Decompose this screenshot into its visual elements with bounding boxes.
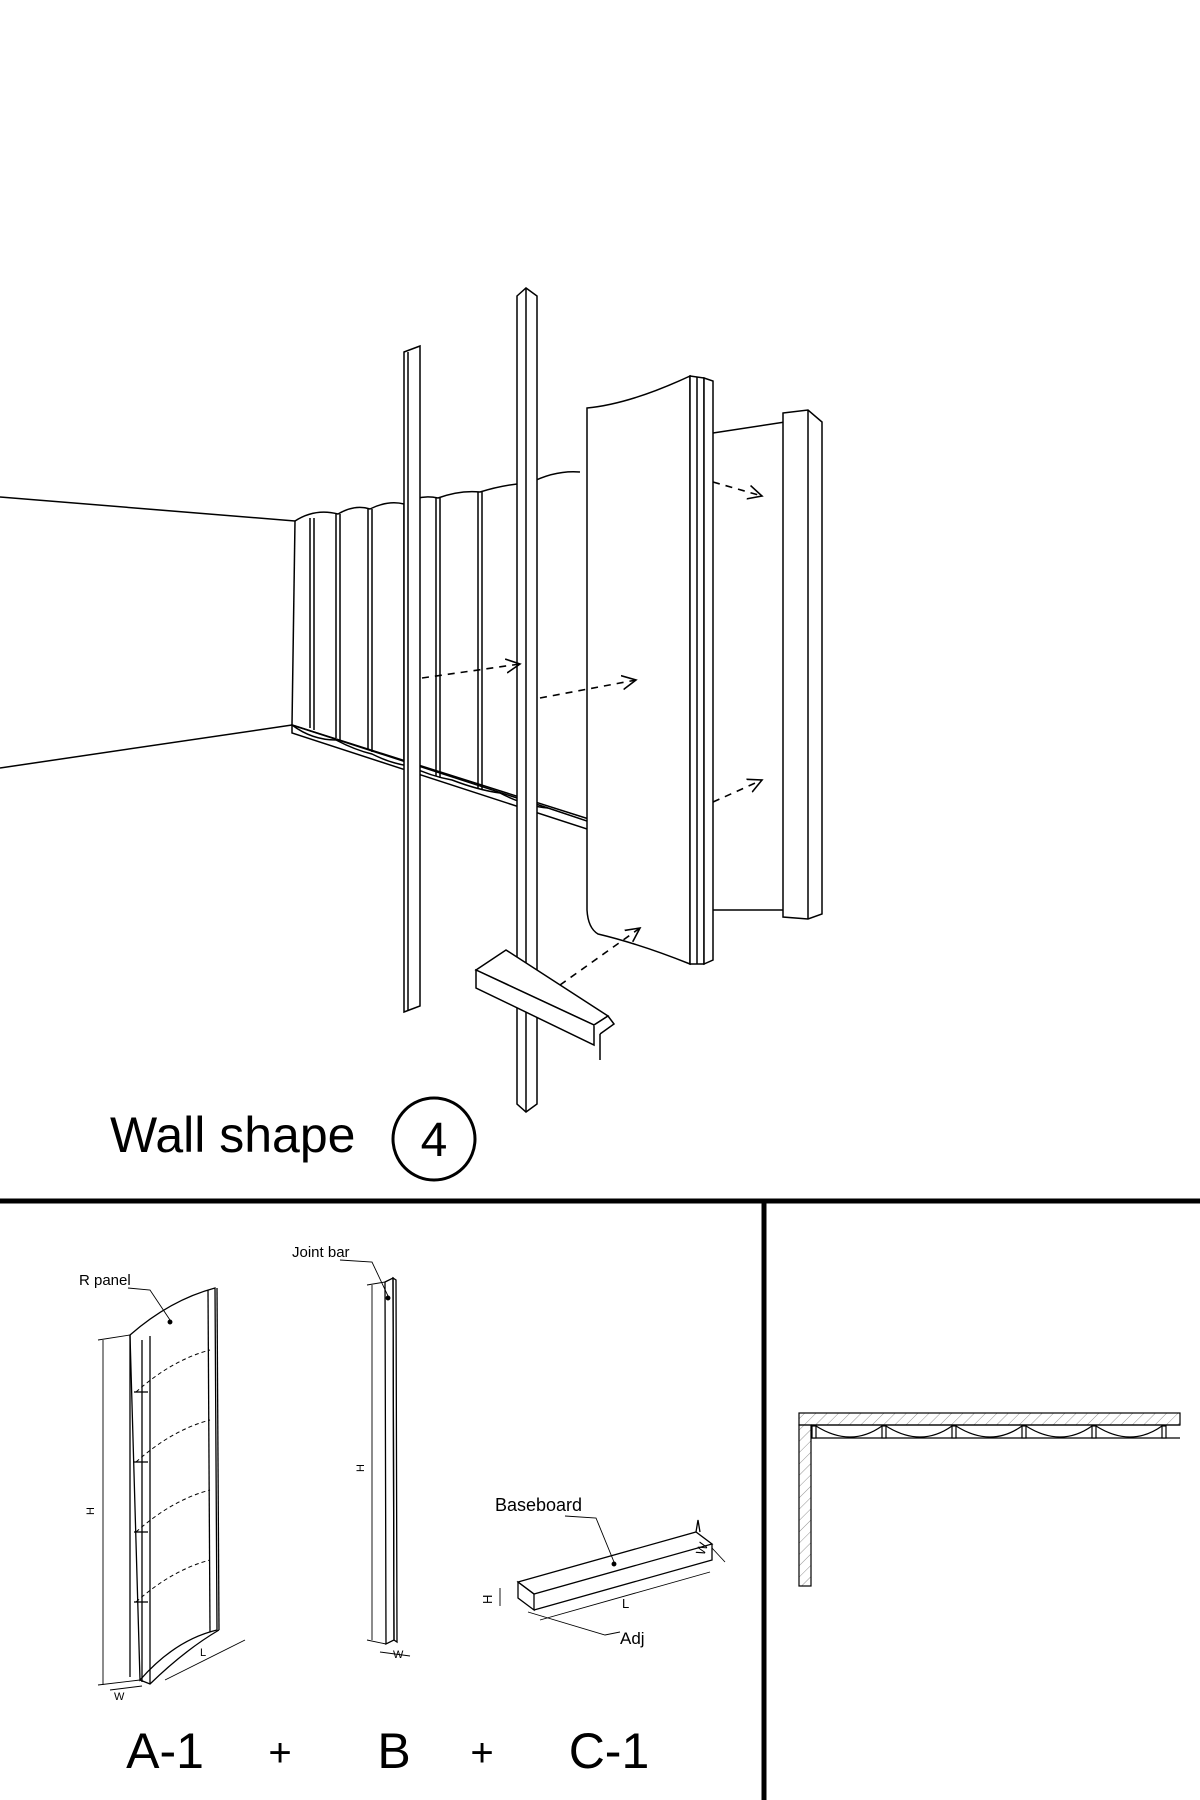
joint-bar-1 (403, 344, 421, 1014)
installed-panel-seams (309, 492, 483, 790)
r-panel-dim-h: H (85, 1507, 97, 1515)
joint-bar-label: Joint bar (292, 1244, 350, 1261)
baseboard-dim-w: W (693, 1540, 712, 1557)
joint-bar-dim-h: H (355, 1464, 367, 1472)
floating-r-panel (586, 374, 714, 966)
end-joint-bar (782, 409, 823, 920)
wall-corner-line (291, 520, 296, 726)
formula-part-b: B (377, 1723, 410, 1779)
joint-bar-drawing (339, 1259, 411, 1657)
floating-baseboard (474, 949, 616, 1060)
baseboard-label: Baseboard (495, 1495, 582, 1515)
joint-bar-dim-w: W (393, 1649, 404, 1661)
plan-section (798, 1412, 1181, 1587)
formula-plus-2: + (470, 1731, 493, 1775)
baseboard-drawing (499, 1515, 726, 1636)
component-details (97, 1259, 726, 1691)
formula-part-c: C-1 (569, 1723, 650, 1779)
formula-part-a: A-1 (126, 1723, 204, 1779)
view-title: Wall shape (110, 1107, 355, 1163)
baseboard-dim-h: H (480, 1595, 495, 1604)
ceiling-line (0, 496, 296, 522)
adj-label: Adj (620, 1629, 645, 1648)
far-wall-edges (712, 421, 786, 911)
r-panel-dim-l: L (200, 1647, 206, 1659)
view-number: 4 (421, 1114, 448, 1167)
perspective-view (0, 287, 823, 1113)
r-panel-dim-w: W (114, 1691, 125, 1703)
r-panel-drawing (97, 1287, 246, 1691)
r-panel-label: R panel (79, 1272, 131, 1289)
formula-plus-1: + (268, 1731, 291, 1775)
baseboard-dim-l: L (622, 1596, 629, 1611)
floor-line (0, 724, 293, 769)
installation-arrows (421, 481, 762, 986)
view-number-circle (391, 1096, 477, 1182)
